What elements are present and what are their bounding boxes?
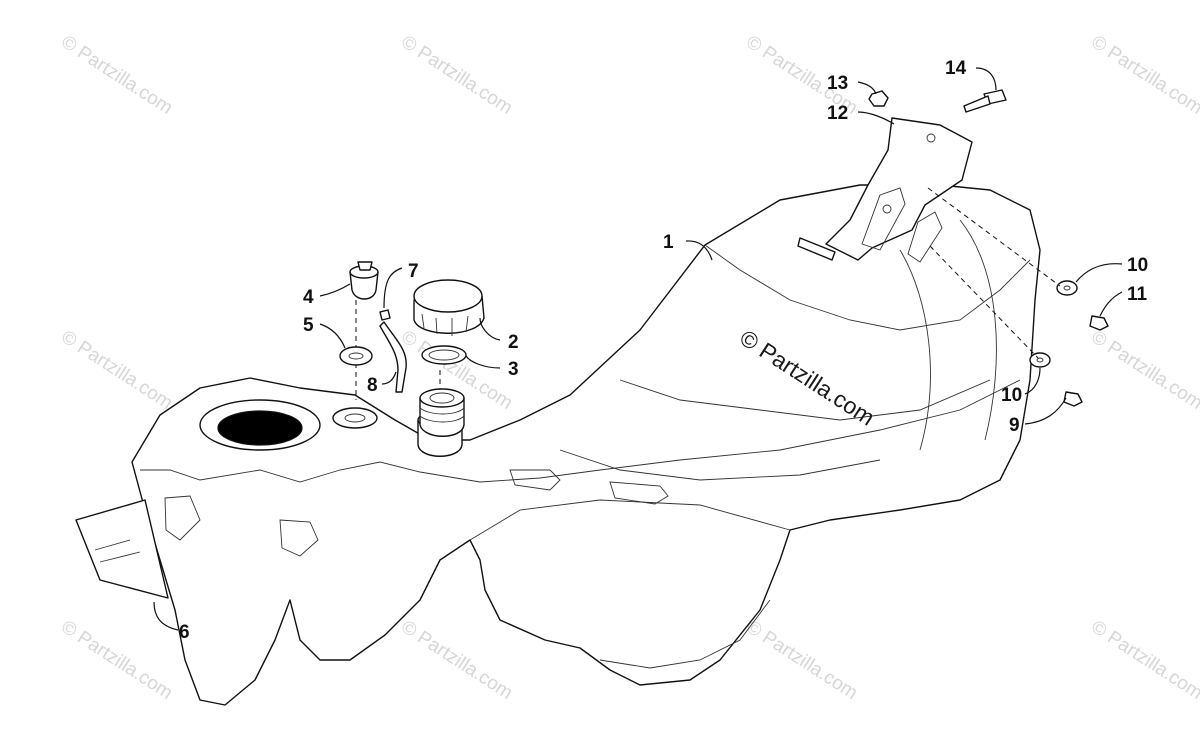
watermark-text: © Partzilla.com [1087, 32, 1200, 119]
callout-2: 2 [508, 332, 519, 353]
decal-part [75, 499, 169, 599]
callout-12: 12 [827, 103, 848, 124]
watermark-text: © Partzilla.com [57, 617, 176, 704]
watermark-text: © Partzilla.com [397, 617, 516, 704]
callout-5: 5 [303, 315, 314, 336]
fuel-pump-part [349, 261, 379, 300]
leader-lines [153, 67, 1123, 631]
callout-labels: 1 2 3 4 5 6 7 8 9 10 10 11 12 13 14 [179, 58, 1148, 643]
screw-part-lower [1063, 391, 1083, 407]
watermark-text: © Partzilla.com [397, 32, 516, 119]
watermark-text: © Partzilla.com [1087, 617, 1200, 704]
callout-10-upper: 10 [1127, 255, 1148, 276]
callout-1: 1 [663, 232, 674, 253]
callout-11: 11 [1127, 284, 1148, 305]
callout-8: 8 [367, 375, 378, 396]
filler-neck-part [419, 388, 465, 437]
fuel-cap-part [413, 279, 485, 336]
watermark-text: © Partzilla.com [1087, 327, 1200, 414]
watermark-text: © Partzilla.com [742, 617, 861, 704]
breather-hose-part [379, 309, 407, 393]
bolt-part [963, 89, 1007, 113]
callout-13: 13 [827, 73, 848, 94]
callout-4: 4 [303, 287, 314, 308]
washer-part [1056, 280, 1078, 296]
washer-part-lower [1029, 352, 1051, 368]
screw-part [1089, 315, 1109, 331]
callout-10-lower: 10 [1001, 385, 1022, 406]
nut-part [868, 90, 889, 107]
filler-opening-icon [217, 410, 303, 446]
callout-14: 14 [945, 58, 967, 79]
mount-bracket-part [797, 117, 973, 263]
callout-9: 9 [1009, 415, 1020, 436]
callout-3: 3 [508, 359, 519, 380]
o-ring-part [421, 345, 467, 365]
fuel-tank-part [131, 184, 1041, 706]
watermark-text: © Partzilla.com [57, 327, 176, 414]
callout-6: 6 [179, 622, 190, 643]
grommet-part [339, 346, 373, 366]
watermark-text: © Partzilla.com [57, 32, 176, 119]
callout-7: 7 [408, 261, 419, 282]
